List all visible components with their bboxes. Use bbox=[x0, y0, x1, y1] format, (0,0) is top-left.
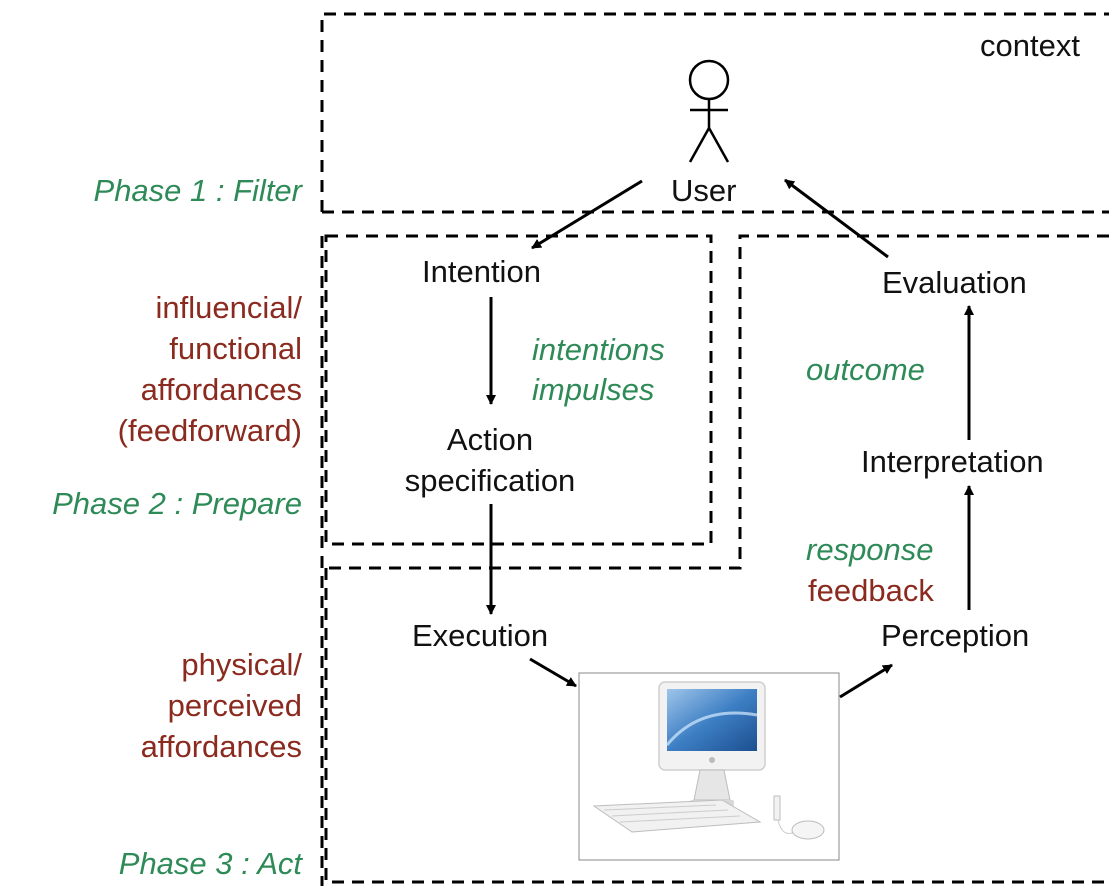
action-spec-label-line2: specification bbox=[404, 463, 576, 498]
functional-affordance-line1: influencial/ bbox=[155, 290, 302, 325]
arrow-user-to-intention bbox=[531, 179, 643, 250]
intentions-annotation: intentions bbox=[532, 332, 665, 367]
intention-label: Intention bbox=[422, 254, 541, 289]
outcome-annotation: outcome bbox=[806, 352, 925, 387]
physical-affordance-line3: affordances bbox=[140, 729, 302, 764]
prepare-region-outer bbox=[326, 234, 1109, 570]
perception-label: Perception bbox=[881, 618, 1030, 653]
phase-3-label: Phase 3 : Act bbox=[118, 846, 302, 881]
feedback-annotation: feedback bbox=[808, 573, 934, 608]
act-region bbox=[324, 568, 1109, 884]
functional-affordance-line4: (feedforward) bbox=[117, 413, 302, 448]
arrow-computer-to-perception bbox=[839, 663, 893, 699]
user-label: User bbox=[671, 173, 737, 208]
context-label: context bbox=[980, 28, 1080, 63]
arrow-execution-to-computer bbox=[529, 657, 577, 688]
evaluation-label: Evaluation bbox=[882, 265, 1027, 300]
response-annotation: response bbox=[806, 532, 934, 567]
functional-affordance-line3: affordances bbox=[140, 372, 302, 407]
impulses-annotation: impulses bbox=[532, 372, 655, 407]
functional-affordance-line2: functional bbox=[169, 331, 302, 366]
user-stick-figure-icon bbox=[688, 59, 730, 163]
arrow-evaluation-to-user bbox=[784, 178, 889, 259]
action-spec-label-line1: Action bbox=[446, 422, 534, 457]
context-boundary bbox=[320, 12, 1109, 212]
phase-1-label: Phase 1 : Filter bbox=[93, 173, 302, 208]
prepare-region-inner bbox=[324, 234, 713, 546]
computer-image bbox=[578, 672, 840, 861]
execution-label: Execution bbox=[412, 618, 549, 653]
interpretation-label: Interpretation bbox=[861, 444, 1044, 479]
physical-affordance-line1: physical/ bbox=[181, 647, 302, 682]
phase-2-label: Phase 2 : Prepare bbox=[52, 486, 302, 521]
physical-affordance-line2: perceived bbox=[167, 688, 302, 723]
